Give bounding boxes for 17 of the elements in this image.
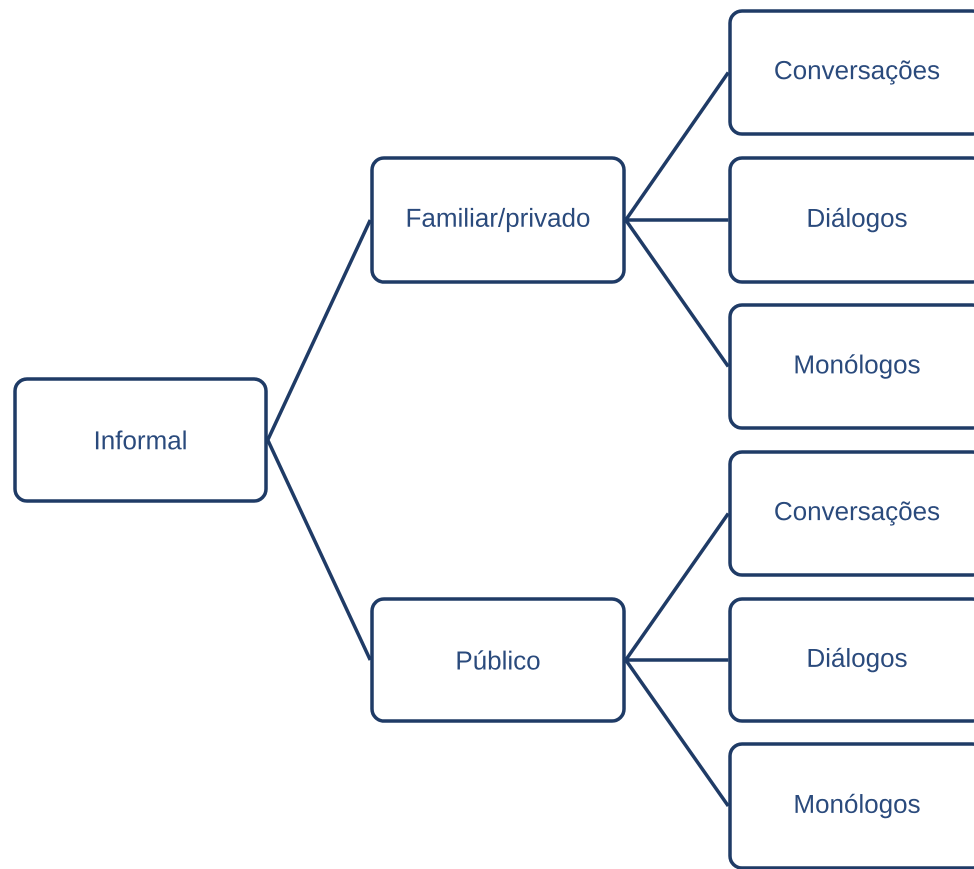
process-box: Monólogos [728,742,974,869]
connector-line [624,512,730,661]
process-box: Familiar/privado [370,156,626,284]
connector-line [266,439,372,661]
process-box: Diálogos [728,156,974,284]
process-box: Conversações [728,9,974,136]
process-box: Informal [13,377,268,503]
connector-line [626,658,728,662]
process-box: Público [370,597,626,723]
process-box: Conversações [728,450,974,577]
connector-line [626,218,728,222]
connector-line [266,219,372,441]
process-box: Diálogos [728,597,974,723]
connector-line [624,219,730,368]
process-box: Monólogos [728,303,974,430]
connector-line [624,72,730,221]
connector-line [624,659,730,807]
